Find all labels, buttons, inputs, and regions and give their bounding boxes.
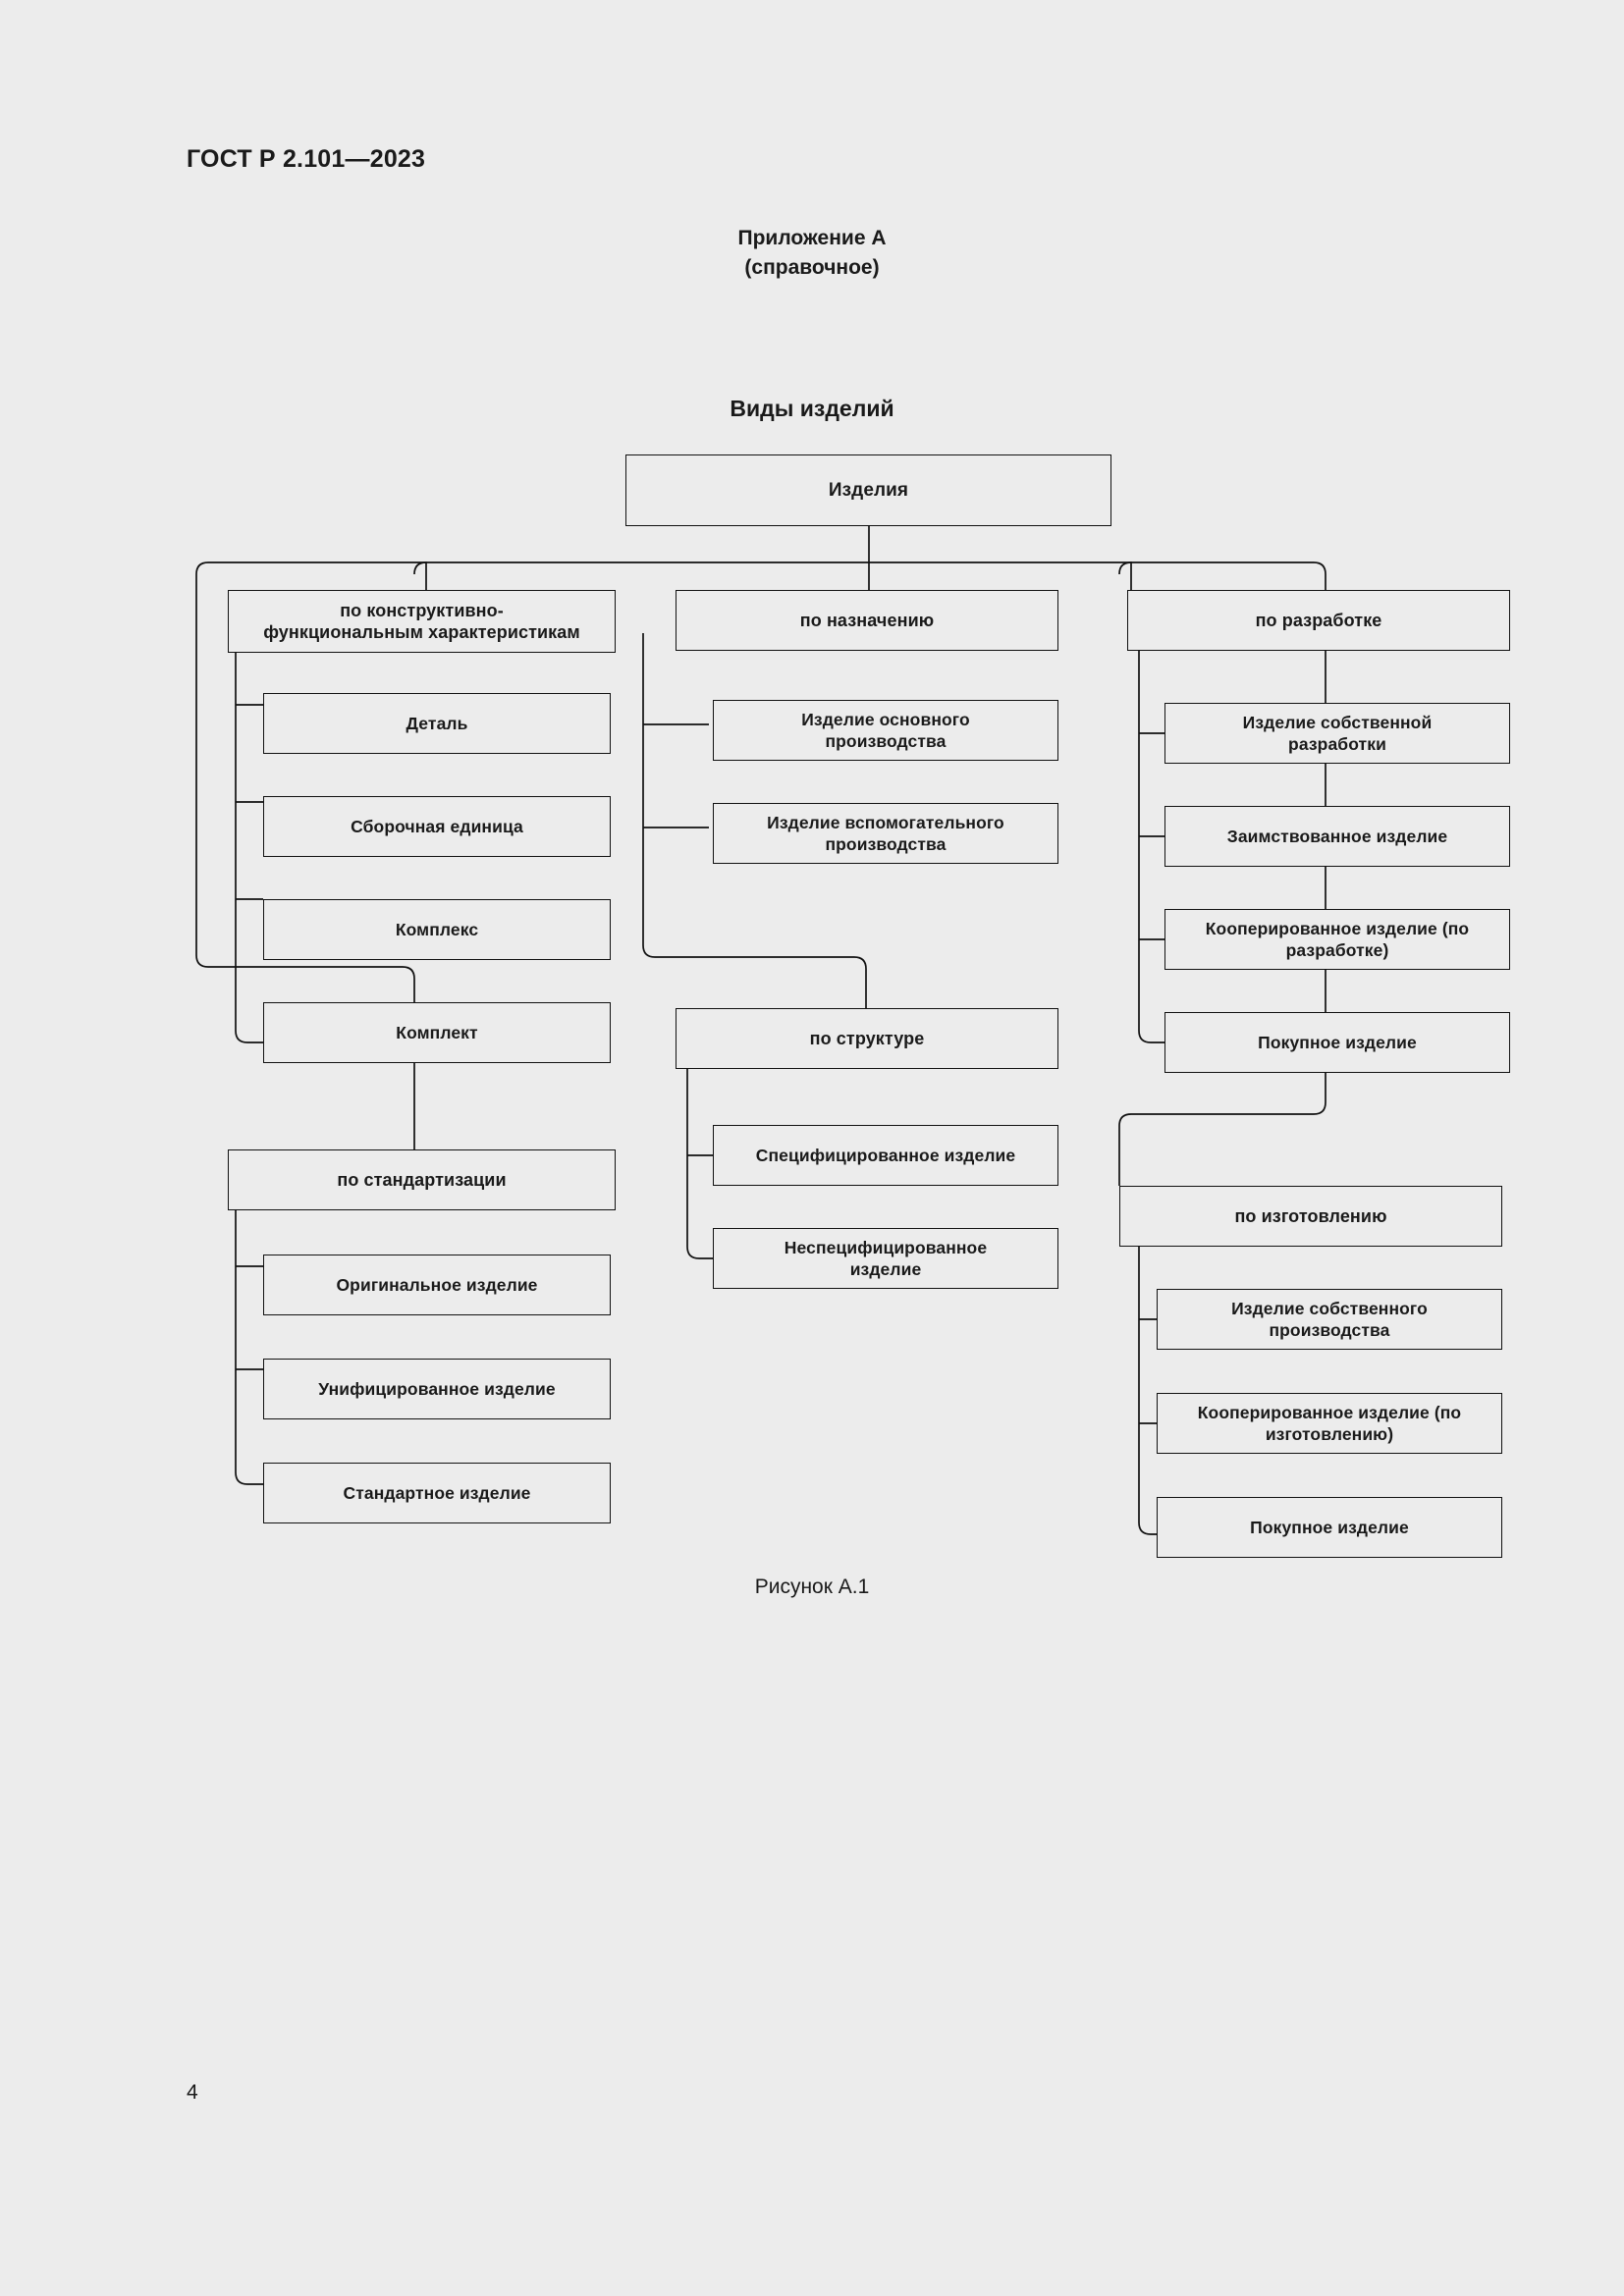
node-kompleks: Комплекс bbox=[263, 899, 611, 960]
group-label-line2: функциональным характеристикам bbox=[263, 622, 580, 642]
node-label-line2: производства bbox=[825, 834, 947, 854]
node-group-po-naznacheniyu: по назначению bbox=[676, 590, 1058, 651]
product-types-diagram: Изделия по конструктивно- функциональным… bbox=[195, 454, 1510, 1558]
node-originalnoe-izdelie: Оригинальное изделие bbox=[263, 1255, 611, 1315]
figure-caption: Рисунок А.1 bbox=[754, 1575, 870, 1598]
node-label-line2: разработки bbox=[1288, 734, 1386, 754]
node-group-po-razrabotke: по разработке bbox=[1127, 590, 1510, 651]
node-zaimstvovannoe-izdelie: Заимствованное изделие bbox=[1164, 806, 1510, 867]
node-pokupnoe-izdelie-razrabotka: Покупное изделие bbox=[1164, 1012, 1510, 1073]
node-detal: Деталь bbox=[263, 693, 611, 754]
node-label-line2: производства bbox=[825, 731, 947, 751]
node-label-line2: разработке) bbox=[1285, 940, 1389, 960]
group-label-line1: по конструктивно- bbox=[340, 601, 504, 620]
node-izdelie-vspomogatelnogo-proizvodstva: Изделие вспомогательного производства bbox=[713, 803, 1058, 864]
node-izdelie-sobstvennoy-razrabotki: Изделие собственной разработки bbox=[1164, 703, 1510, 764]
node-label-line1: Изделие собственного bbox=[1231, 1299, 1428, 1318]
appendix-heading: Приложение А (справочное) bbox=[0, 224, 1624, 283]
node-group-po-standartizacii: по стандартизации bbox=[228, 1149, 616, 1210]
node-label-line1: Изделие собственной bbox=[1242, 713, 1433, 732]
node-label-line2: изделие bbox=[849, 1259, 922, 1279]
appendix-subtitle: (справочное) bbox=[744, 256, 880, 279]
appendix-title: Приложение А bbox=[737, 227, 887, 249]
node-label-line1: Неспецифицированное bbox=[784, 1238, 988, 1257]
node-standartnoe-izdelie: Стандартное изделие bbox=[263, 1463, 611, 1523]
node-label-line1: Кооперированное изделие (по bbox=[1205, 919, 1470, 938]
node-label-line1: Кооперированное изделие (по bbox=[1197, 1403, 1462, 1422]
node-specificirovannoe-izdelie: Специфицированное изделие bbox=[713, 1125, 1058, 1186]
figure-title: Виды изделий bbox=[730, 396, 894, 421]
node-komplekt: Комплект bbox=[263, 1002, 611, 1063]
node-pokupnoe-izdelie-izgotovlenie: Покупное изделие bbox=[1157, 1497, 1502, 1558]
node-sborochnaya-edinica: Сборочная единица bbox=[263, 796, 611, 857]
node-group-po-izgotovleniyu: по изготовлению bbox=[1119, 1186, 1502, 1247]
node-kooperirovannoe-izdelie-po-razrabotke: Кооперированное изделие (по разработке) bbox=[1164, 909, 1510, 970]
node-kooperirovannoe-izdelie-po-izgotovleniyu: Кооперированное изделие (по изготовлению… bbox=[1157, 1393, 1502, 1454]
page-number: 4 bbox=[187, 2081, 198, 2104]
node-group-konstruktivno-funkcionalnym: по конструктивно- функциональным характе… bbox=[228, 590, 616, 653]
node-unificirovannoe-izdelie: Унифицированное изделие bbox=[263, 1359, 611, 1419]
node-izdelie-sobstvennogo-proizvodstva: Изделие собственного производства bbox=[1157, 1289, 1502, 1350]
node-label-line1: Изделие вспомогательного bbox=[767, 813, 1004, 832]
node-izdelie-osnovnogo-proizvodstva: Изделие основного производства bbox=[713, 700, 1058, 761]
node-root-izdeliya: Изделия bbox=[625, 454, 1111, 526]
node-label-line2: производства bbox=[1269, 1320, 1390, 1340]
node-group-po-strukture: по структуре bbox=[676, 1008, 1058, 1069]
node-label-line2: изготовлению) bbox=[1265, 1424, 1394, 1444]
node-label-line1: Изделие основного bbox=[801, 710, 970, 729]
standard-header: ГОСТ Р 2.101—2023 bbox=[187, 145, 426, 173]
node-nespecificirovannoe-izdelie: Неспецифицированное изделие bbox=[713, 1228, 1058, 1289]
